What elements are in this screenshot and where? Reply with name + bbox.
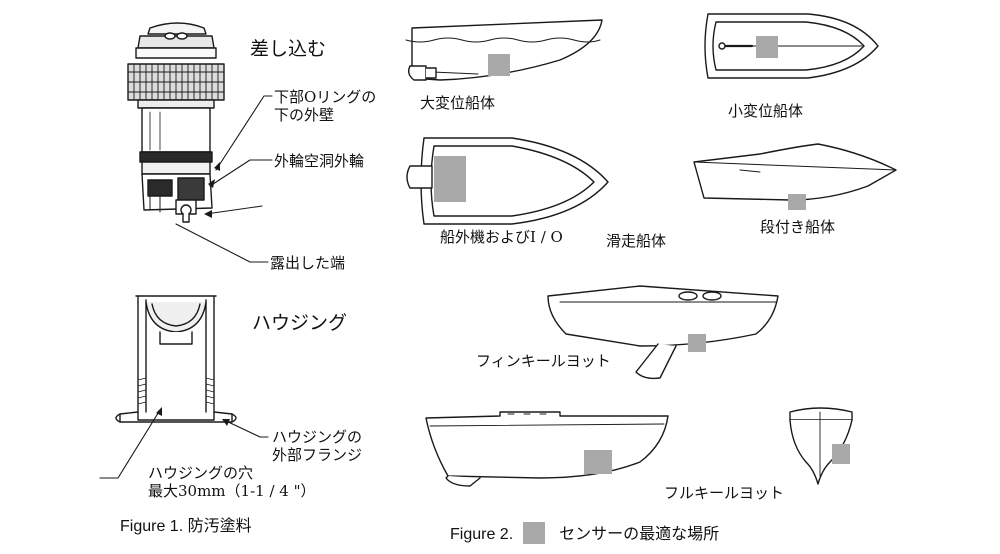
sensor-location-marker — [584, 450, 612, 474]
housing-leader-lines — [99, 407, 269, 479]
label-fin-keel-sailboat: フィンキールヨット — [476, 352, 611, 370]
figure1-caption: Figure 1. 防汚塗料 — [120, 516, 252, 537]
insert-title: 差し込む — [250, 38, 327, 60]
fin-keel-sailboat — [547, 285, 779, 380]
figure1-caption-text: 防汚塗料 — [187, 516, 252, 535]
large-displacement-hull — [405, 19, 603, 81]
full-keel-sailboat-side — [425, 411, 669, 487]
label-housing-hole-line2: 最大30mm（1-1 / 4 "） — [148, 482, 316, 500]
label-outer-ring: 外輪空洞外輪 — [274, 152, 365, 170]
stepped-hull — [693, 143, 897, 210]
sensor-location-marker — [434, 156, 466, 202]
figure2-caption-prefix: Figure 2. — [450, 526, 514, 543]
full-keel-sailboat-front — [789, 407, 853, 485]
small-displacement-hull — [704, 13, 879, 79]
figure1-leader-lines — [175, 95, 273, 263]
label-small-displacement-hull: 小変位船体 — [728, 102, 804, 120]
label-housing-flange-line2: 外部フランジ — [272, 446, 363, 464]
figure1-caption-prefix: Figure 1. — [120, 518, 184, 535]
outboard-io-hull — [406, 137, 609, 225]
label-large-displacement-hull: 大変位船体 — [420, 94, 496, 112]
housing-title: ハウジング — [252, 312, 348, 334]
label-outer-wall-line1: 下部Oリングの — [274, 88, 377, 106]
label-outer-wall-line2: 下の外壁 — [274, 106, 335, 124]
label-exposed-end: 露出した端 — [270, 254, 346, 272]
sensor-location-marker — [488, 54, 510, 76]
label-full-keel-sailboat: フルキールヨット — [664, 484, 785, 502]
sensor-location-marker — [788, 194, 806, 210]
sensor-location-marker — [832, 444, 850, 464]
label-stepped-hull: 段付き船体 — [760, 218, 836, 236]
figure2-caption-text: センサーの最適な場所 — [559, 524, 720, 543]
figure2-caption: Figure 2. センサーの最適な場所 — [450, 522, 719, 545]
legend-swatch — [523, 522, 546, 544]
sensor-location-marker — [688, 334, 706, 352]
sensor-insert-drawing — [127, 22, 225, 223]
label-planing-hull: 滑走船体 — [606, 232, 667, 250]
housing-drawing — [115, 295, 237, 423]
label-outboard-io-hull: 船外機およびI / O — [440, 228, 563, 246]
label-housing-flange-line1: ハウジングの — [272, 428, 363, 446]
label-housing-hole-line1: ハウジングの穴 — [148, 464, 254, 482]
sensor-location-marker — [756, 36, 778, 58]
